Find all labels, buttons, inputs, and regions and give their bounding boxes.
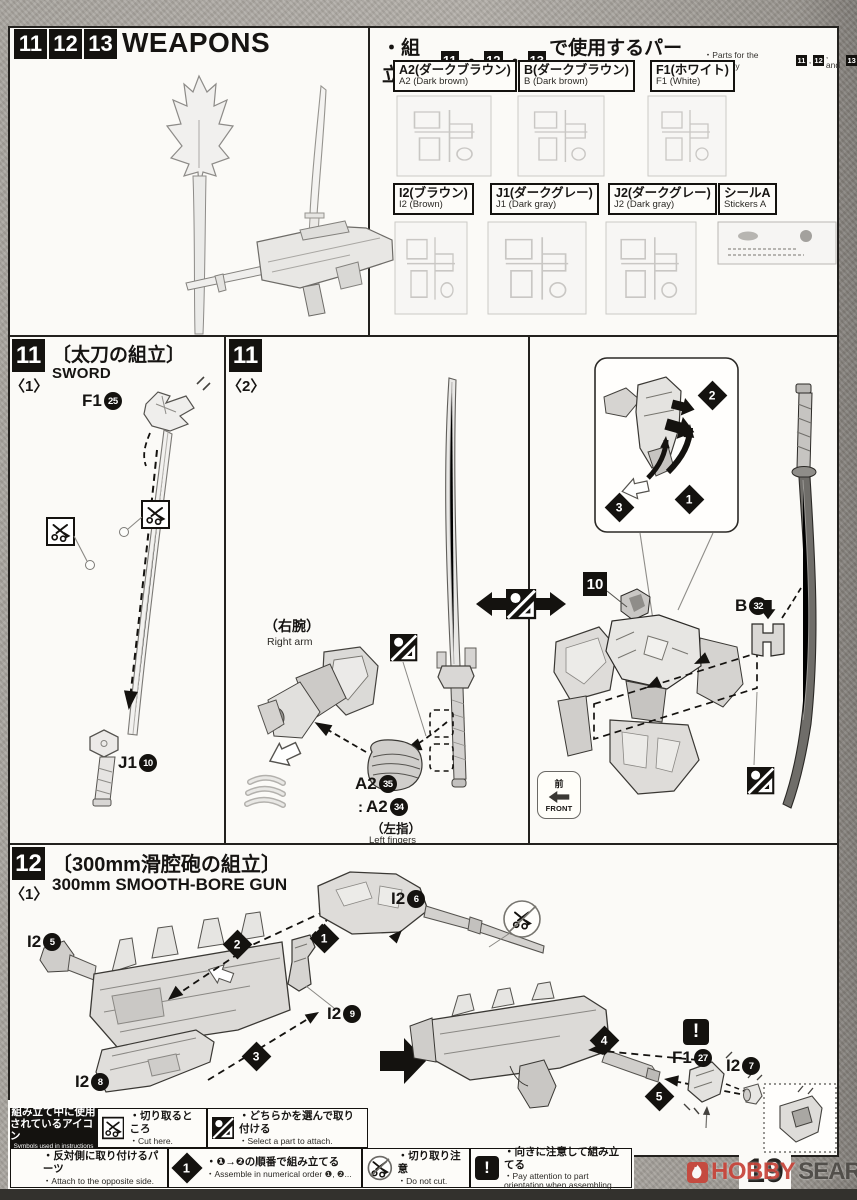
step12-number-box: 12 <box>12 847 45 880</box>
legend-numerical-order: 1 ・❶→❷の順番で組み立てる ・Assemble in numerical o… <box>168 1148 362 1188</box>
legend-header: 組み立て中に使用 されているアイコン Symbols used in instr… <box>10 1105 97 1150</box>
legend-opposite-side: ・反対側に取り付けるパーツ ・Attach to the opposite si… <box>10 1148 168 1188</box>
runner-label-j1: J1(ダークグレー) J1 (Dark gray) <box>490 183 599 216</box>
part-callout-f1-25: F1 25 <box>82 391 122 411</box>
part-callout-j1-10: J1 10 <box>118 753 157 773</box>
left-fingers-label-en: Left fingers <box>369 835 416 846</box>
attention-icon: ! <box>683 1019 709 1045</box>
step-box-11: 11 <box>14 29 47 59</box>
runner-label-f1: F1(ホワイト) F1 (White) <box>650 60 735 93</box>
attach-opposite-icon <box>15 1156 38 1180</box>
part-callout-i2-6: I2 6 <box>391 889 426 909</box>
numerical-order-icon: 1 <box>171 1152 203 1184</box>
front-direction-badge: 前 FRONT <box>537 771 581 819</box>
divider-h1 <box>8 335 839 337</box>
part-callout-a2-34: : A2 34 <box>337 797 408 817</box>
step12-title-jp: 〔300mm滑腔砲の組立〕 <box>52 854 281 876</box>
part-callout-i2-5: I2 5 <box>27 932 62 952</box>
step11-title-en: SWORD <box>52 365 111 382</box>
front-arrow-icon <box>548 791 570 803</box>
hobby-search-watermark: HOBBY SEARCH <box>687 1158 857 1186</box>
step12-variant-1: 〈1〉 <box>10 886 49 903</box>
step11-title-jp: 〔太刀の組立〕 <box>52 345 186 366</box>
step-box-12: 12 <box>49 29 82 59</box>
step11-number-box: 11 <box>12 339 45 372</box>
step11-number-box: 11 <box>229 339 262 372</box>
legend-select-part: ・どちらかを選んで取り付ける ・Select a part to attach. <box>207 1108 368 1148</box>
step12-title-en: 300mm SMOOTH-BORE GUN <box>52 875 288 894</box>
header-step-boxes: 11 12 13 <box>14 29 117 59</box>
step11-divider-a <box>224 335 226 845</box>
right-arm-label-en: Right arm <box>267 636 313 648</box>
legend-cut-here: ・切り取るところ ・Cut here. <box>97 1108 207 1148</box>
header-divider <box>368 26 370 337</box>
attention-icon: ! <box>475 1156 499 1180</box>
divider-h2 <box>8 843 839 845</box>
runner-label-j2: J2(ダークグレー) J2 (Dark gray) <box>608 183 717 216</box>
part-callout-b-32: B 32 <box>735 596 768 616</box>
part-callout-f1-27: F1 27 <box>672 1048 712 1068</box>
part-callout-i2-7: I2 7 <box>726 1056 761 1076</box>
watermark-hobby: HOBBY <box>711 1158 796 1185</box>
runner-label-stickers: シールA Stickers A <box>718 183 777 216</box>
part-callout-a2-35: A2 35 <box>355 774 397 794</box>
attach-opposite-icon <box>337 799 355 816</box>
legend-do-not-cut: ・切り取り注意 ・Do not cut. <box>362 1148 470 1188</box>
step-box-13: 13 <box>84 29 117 59</box>
step11-divider-b <box>528 335 530 845</box>
scan-bottom-edge <box>0 1189 857 1200</box>
page-number: 19 <box>746 1152 784 1190</box>
flame-logo-icon <box>687 1161 708 1183</box>
page-title: WEAPONS <box>122 27 271 58</box>
left-fingers-label-jp: （左指） <box>371 822 422 836</box>
runner-label-a2: A2(ダークブラウン) A2 (Dark brown) <box>393 60 517 93</box>
step-ref-10-box: 10 <box>583 572 607 596</box>
watermark-search: SEARCH <box>798 1158 857 1185</box>
step11-variant-1: 〈1〉 <box>10 378 49 395</box>
part-callout-i2-9: I2 9 <box>327 1004 362 1024</box>
runner-label-b: B(ダークブラウン) B (Dark brown) <box>518 60 635 93</box>
select-part-icon <box>212 1115 234 1141</box>
step11-variant-2: 〈2〉 <box>227 378 266 395</box>
right-arm-label-jp: （右腕） <box>264 618 320 634</box>
do-not-cut-icon <box>367 1155 393 1181</box>
part-callout-i2-8: I2 8 <box>75 1072 110 1092</box>
legend-orientation: ! ・向きに注意して組み立てる ・Pay attention to part o… <box>470 1146 632 1190</box>
cut-here-icon <box>102 1116 125 1140</box>
runner-label-i2: I2(ブラウン) I2 (Brown) <box>393 183 474 216</box>
